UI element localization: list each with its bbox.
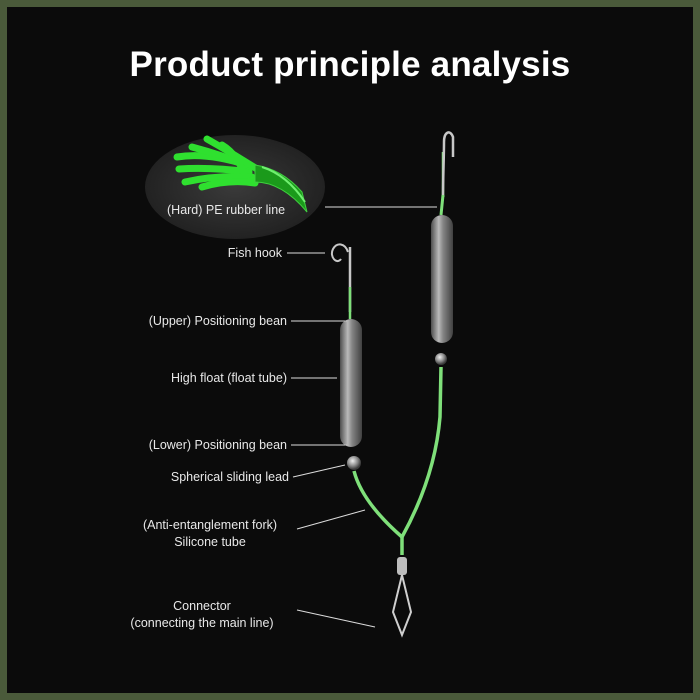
leader-lines — [287, 206, 437, 628]
fork-label-line2: Silicone tube — [174, 535, 246, 549]
fish-hook-label: Fish hook — [227, 246, 282, 260]
left-rig — [331, 243, 404, 539]
upper-bean-label: (Upper) Positioning bean — [148, 314, 287, 328]
pe-line-label: (Hard) PE rubber line — [167, 203, 286, 217]
sliding-lead-label: Spherical sliding lead — [170, 470, 289, 484]
connector — [391, 535, 413, 638]
page-title: Product principle analysis — [129, 45, 571, 84]
rig-illustration — [145, 131, 455, 638]
pe-line-closeup — [145, 135, 325, 239]
connector-label-line2: (connecting the main line) — [130, 616, 274, 630]
diagram-frame: Product principle analysis — [7, 7, 693, 693]
lower-bean-label: (Lower) Positioning bean — [148, 438, 287, 452]
fork-label-line1: (Anti-entanglement fork) — [142, 518, 278, 532]
connector-label-line1: Connector — [173, 599, 231, 613]
high-float-label: High float (float tube) — [170, 371, 287, 385]
right-rig — [400, 131, 455, 538]
